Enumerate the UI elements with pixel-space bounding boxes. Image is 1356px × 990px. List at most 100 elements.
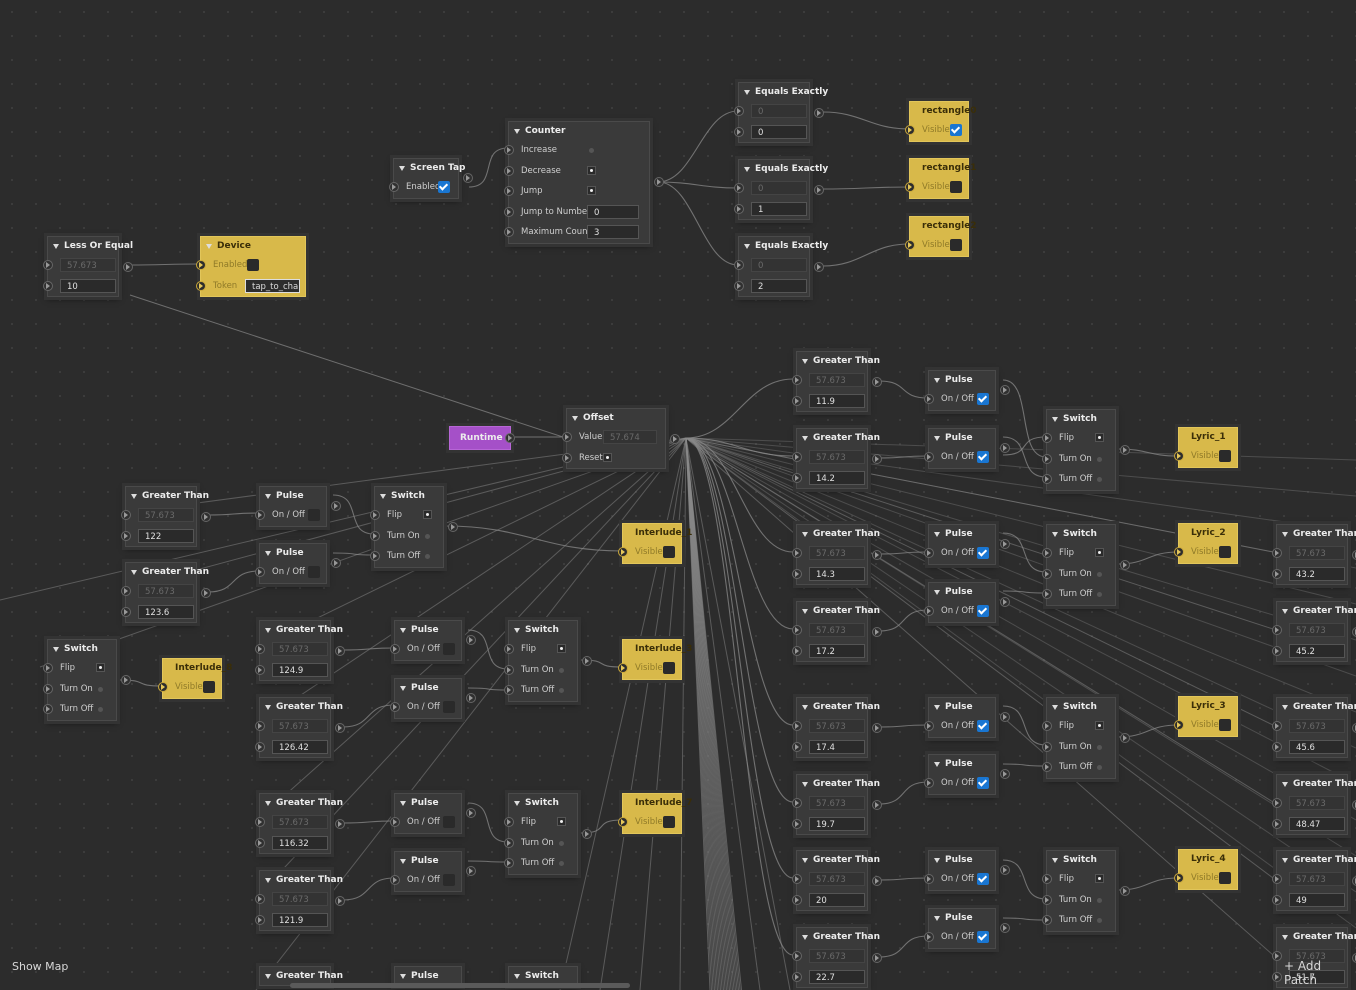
input-port-icon[interactable] <box>255 510 265 520</box>
input-port-icon[interactable] <box>121 530 131 541</box>
input-port-icon[interactable] <box>792 395 802 406</box>
pulse-port-indicator[interactable] <box>1095 548 1104 557</box>
output-port-icon[interactable] <box>1352 722 1356 733</box>
checkbox[interactable] <box>1219 872 1231 884</box>
checkbox[interactable] <box>443 874 455 886</box>
add-patch-button[interactable]: + Add Patch <box>1284 959 1356 987</box>
output-port-icon[interactable] <box>331 501 341 512</box>
checkbox[interactable] <box>950 181 962 193</box>
input-port-icon[interactable] <box>924 548 934 558</box>
output-port-icon[interactable] <box>1000 865 1010 876</box>
value-field[interactable]: 57.673 <box>138 508 194 522</box>
input-port-icon[interactable] <box>504 145 514 155</box>
output-port-icon[interactable] <box>1000 769 1010 780</box>
input-port-icon[interactable] <box>390 702 400 712</box>
input-port-icon[interactable] <box>370 530 380 541</box>
input-port-icon[interactable] <box>43 663 53 673</box>
input-port-icon[interactable] <box>792 818 802 829</box>
value-field[interactable]: 0 <box>751 258 807 272</box>
value-field[interactable]: 57.673 <box>138 584 194 598</box>
horizontal-scrollbar[interactable] <box>290 983 630 988</box>
output-port-icon[interactable] <box>872 453 882 464</box>
output-port-icon[interactable] <box>582 828 592 839</box>
input-port-icon[interactable] <box>562 432 572 442</box>
input-port-icon[interactable] <box>255 664 265 675</box>
checkbox[interactable] <box>247 259 259 271</box>
output-port-icon[interactable] <box>123 261 133 272</box>
input-port-icon[interactable] <box>158 682 168 692</box>
input-port-icon[interactable] <box>924 721 934 731</box>
pulse-port-indicator[interactable] <box>1095 433 1104 442</box>
input-port-icon[interactable] <box>196 260 206 270</box>
input-port-icon[interactable] <box>924 778 934 788</box>
checkbox[interactable] <box>443 816 455 828</box>
output-port-icon[interactable] <box>335 645 345 656</box>
output-port-icon[interactable] <box>814 261 824 272</box>
value-field[interactable]: 0 <box>751 181 807 195</box>
input-port-icon[interactable] <box>1272 548 1282 558</box>
input-port-icon[interactable] <box>504 206 514 217</box>
output-port-icon[interactable] <box>335 818 345 829</box>
input-port-icon[interactable] <box>734 203 744 214</box>
output-port-icon[interactable] <box>466 635 476 646</box>
input-port-icon[interactable] <box>121 586 131 596</box>
input-port-icon[interactable] <box>792 625 802 635</box>
output-port-icon[interactable] <box>1120 732 1130 743</box>
checkbox[interactable] <box>308 566 320 578</box>
output-port-icon[interactable] <box>1000 385 1010 396</box>
value-field[interactable]: 43.2 <box>1289 566 1345 581</box>
input-port-icon[interactable] <box>43 683 53 694</box>
value-field[interactable]: 57.673 <box>1289 623 1345 637</box>
input-port-icon[interactable] <box>792 645 802 656</box>
input-port-icon[interactable] <box>1174 547 1184 557</box>
input-port-icon[interactable] <box>504 644 514 654</box>
output-port-icon[interactable] <box>582 655 592 666</box>
input-port-icon[interactable] <box>504 858 514 868</box>
input-port-icon[interactable] <box>734 183 744 193</box>
output-port-icon[interactable] <box>872 799 882 810</box>
input-port-icon[interactable] <box>792 568 802 579</box>
value-field[interactable]: 57.673 <box>809 949 865 963</box>
output-port-icon[interactable] <box>872 875 882 886</box>
value-field[interactable]: 48.47 <box>1289 816 1345 831</box>
value-field[interactable]: 123.6 <box>138 604 194 619</box>
pulse-port-indicator[interactable] <box>1095 721 1104 730</box>
value-field[interactable]: 116.32 <box>272 835 328 850</box>
input-port-icon[interactable] <box>1272 568 1282 579</box>
input-port-icon[interactable] <box>255 817 265 827</box>
input-port-icon[interactable] <box>1174 451 1184 461</box>
checkbox[interactable] <box>663 546 675 558</box>
value-field[interactable]: 57.673 <box>809 796 865 810</box>
input-port-icon[interactable] <box>504 837 514 848</box>
input-port-icon[interactable] <box>1042 762 1052 772</box>
output-port-icon[interactable] <box>335 895 345 906</box>
checkbox[interactable] <box>443 643 455 655</box>
output-port-icon[interactable] <box>1120 559 1130 570</box>
input-port-icon[interactable] <box>905 125 915 135</box>
value-field[interactable]: 57.674 <box>603 430 657 444</box>
input-port-icon[interactable] <box>504 186 514 196</box>
output-port-icon[interactable] <box>1352 549 1356 560</box>
checkbox-checked[interactable] <box>977 605 989 617</box>
input-port-icon[interactable] <box>924 606 934 616</box>
input-port-icon[interactable] <box>43 280 53 291</box>
output-port-icon[interactable] <box>335 722 345 733</box>
